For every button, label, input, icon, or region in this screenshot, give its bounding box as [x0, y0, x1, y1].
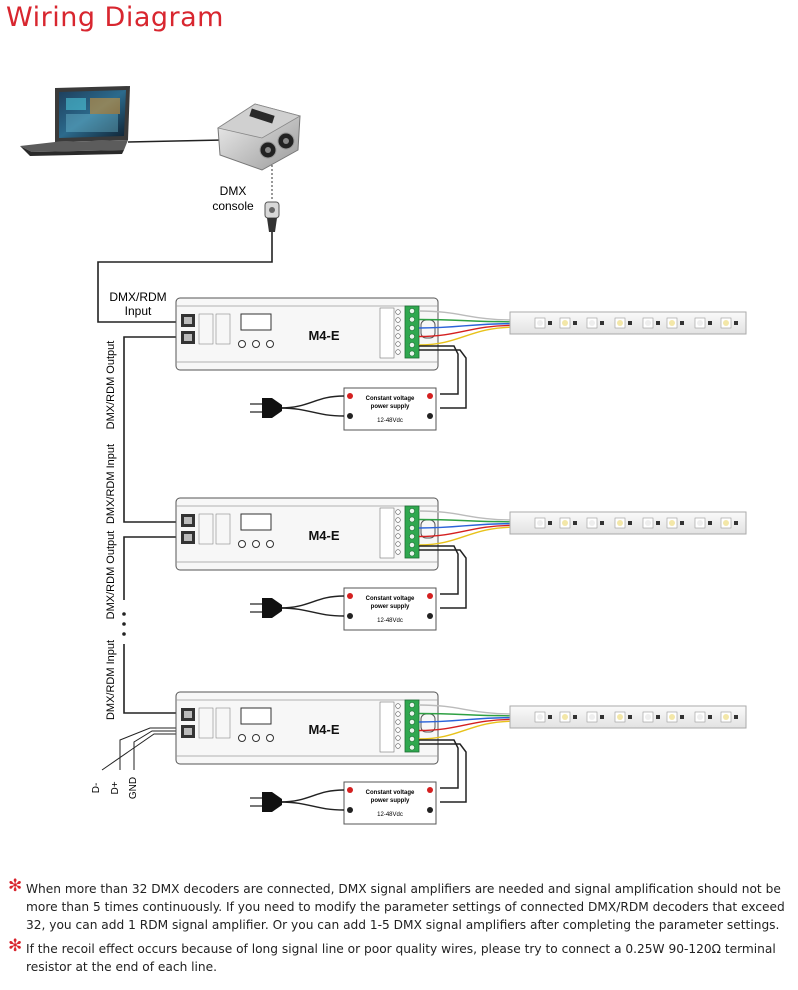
decoder-group-3: M4-E Constant voltage power supply 12-48Vdc — [175, 691, 747, 825]
bus-label-d-plus: D+ — [110, 781, 121, 794]
decoder-model-label: M4-E — [308, 722, 339, 737]
decoder-button — [238, 734, 246, 742]
bus-label-gnd: GND — [128, 777, 139, 799]
psu-voltage-label: 12-48Vdc — [377, 418, 403, 424]
notes-section: ✻ When more than 32 DMX decoders are con… — [8, 876, 792, 982]
asterisk-icon: ✻ — [8, 876, 23, 896]
decoder-group-2: M4-E Constant voltage power supply 12-48Vdc — [175, 497, 747, 631]
vertical-output-label-2: DMX/RDM Output — [105, 531, 117, 620]
dmx-console-label-2: console — [212, 199, 254, 213]
laptop-icon — [20, 86, 130, 156]
decoder-button — [266, 540, 274, 548]
decoder-button — [252, 540, 260, 548]
terminal-block — [404, 699, 420, 753]
decoder-button — [266, 340, 274, 348]
wiring-diagram: DMX console DMX/RDM Input DMX/RDM Output… — [20, 86, 747, 825]
decoder-button — [238, 540, 246, 548]
asterisk-icon: ✻ — [8, 936, 23, 956]
vertical-output-label-1: DMX/RDM Output — [105, 341, 117, 430]
note-2-text: If the recoil effect occurs because of l… — [26, 942, 776, 974]
vertical-input-label-2: DMX/RDM Input — [105, 640, 117, 720]
power-plug-icon — [250, 598, 282, 618]
power-supply-box — [343, 387, 437, 431]
note-1: ✻ When more than 32 DMX decoders are con… — [8, 876, 792, 934]
decoder-button — [252, 734, 260, 742]
psu-label-1: Constant voltage — [366, 790, 415, 796]
decoder-group-1: M4-E Constant voltage power supply 12-48Vdc — [175, 297, 747, 431]
psu-voltage-label: 12-48Vdc — [377, 812, 403, 818]
psu-label-1: Constant voltage — [366, 596, 415, 602]
display-screen — [240, 707, 272, 725]
display-screen — [240, 313, 272, 331]
note-2: ✻ If the recoil effect occurs because of… — [8, 936, 792, 976]
vertical-input-label-1: DMX/RDM Input — [105, 444, 117, 524]
input-label-1: DMX/RDM — [109, 290, 166, 304]
psu-label-2: power supply — [371, 604, 410, 610]
psu-label-2: power supply — [371, 798, 410, 804]
power-plug-icon — [250, 398, 282, 418]
psu-label-2: power supply — [371, 404, 410, 410]
page-title: Wiring Diagram — [6, 2, 224, 33]
power-plug-icon — [250, 792, 282, 812]
decoder-button — [252, 340, 260, 348]
psu-voltage-label: 12-48Vdc — [377, 618, 403, 624]
terminal-block — [404, 305, 420, 359]
psu-label-1: Constant voltage — [366, 396, 415, 402]
decoder-button — [266, 734, 274, 742]
dmx-console-icon — [216, 103, 302, 171]
decoder-model-label: M4-E — [308, 528, 339, 543]
dmx-console-label-1: DMX — [220, 184, 247, 198]
decoder-button — [238, 340, 246, 348]
note-1-text: When more than 32 DMX decoders are conne… — [26, 882, 785, 932]
display-screen — [240, 513, 272, 531]
power-supply-box — [343, 781, 437, 825]
power-supply-box — [343, 587, 437, 631]
decoder-model-label: M4-E — [308, 328, 339, 343]
xlr-connector-icon — [264, 201, 280, 232]
bus-label-d-minus: D- — [91, 783, 102, 794]
terminal-block — [404, 505, 420, 559]
input-label-2: Input — [125, 304, 152, 318]
